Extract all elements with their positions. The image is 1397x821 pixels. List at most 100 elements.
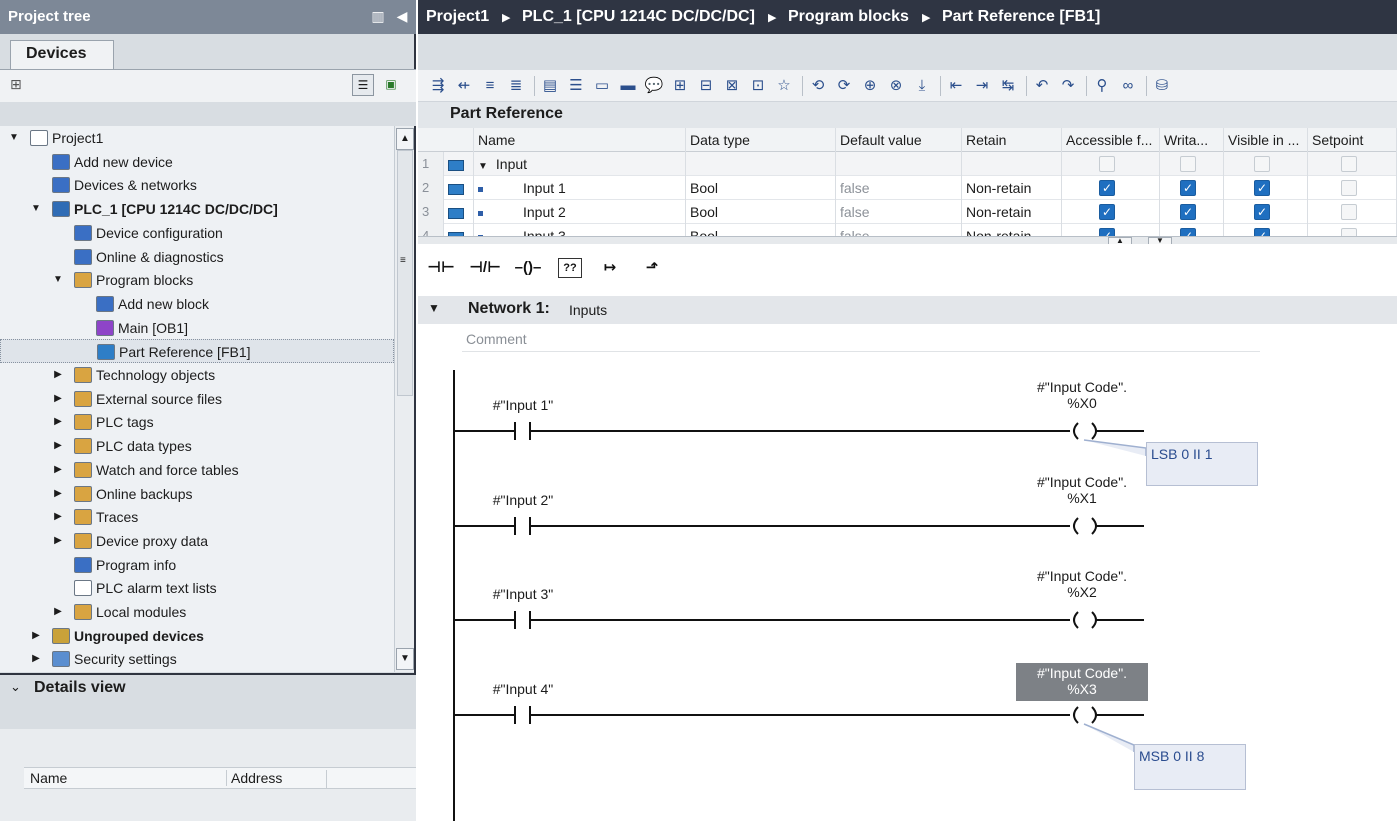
checkbox-cell-setpoint[interactable]	[1308, 224, 1397, 236]
param-retain[interactable]: Non-retain	[962, 176, 1062, 200]
param-default[interactable]: false	[836, 176, 962, 200]
comment-note[interactable]: LSB 0 II 1	[1146, 442, 1258, 486]
checkbox-cell-writable[interactable]: ✓	[1160, 176, 1224, 200]
writable-checkbox[interactable]: ✓	[1180, 180, 1196, 196]
checkbox-cell-accessible[interactable]	[1062, 152, 1160, 176]
scroll-up-icon[interactable]: ▲	[396, 128, 414, 150]
writable-checkbox[interactable]: ✓	[1180, 228, 1196, 236]
contact-operand[interactable]: #"Input 2"	[492, 492, 554, 508]
expand-right-icon[interactable]: ▶	[32, 653, 40, 665]
breadcrumb-plc[interactable]: PLC_1 [CPU 1214C DC/DC/DC]	[522, 8, 755, 25]
scroll-down-icon[interactable]: ▼	[396, 648, 414, 670]
checkbox-cell-accessible[interactable]: ✓	[1062, 200, 1160, 224]
expand-right-icon[interactable]: ▶	[54, 369, 62, 380]
visible-checkbox[interactable]	[1254, 156, 1270, 172]
setpoint-checkbox[interactable]	[1341, 180, 1357, 196]
tree-item[interactable]: ▶PLC data types	[0, 434, 394, 458]
expand-right-icon[interactable]: ▶	[54, 511, 62, 523]
param-default[interactable]: false	[836, 200, 962, 224]
param-retain[interactable]: Non-retain	[962, 224, 1062, 236]
checkbox-cell-setpoint[interactable]	[1308, 200, 1397, 224]
accessible-checkbox[interactable]	[1099, 156, 1115, 172]
prev-error-icon[interactable]: ↹	[1001, 77, 1015, 94]
list-view-icon[interactable]: ☰	[352, 74, 374, 96]
param-retain[interactable]: Non-retain	[962, 200, 1062, 224]
param-type[interactable]: Bool	[686, 224, 836, 236]
compare-icon[interactable]: ⚲	[1096, 77, 1108, 94]
tree-item[interactable]: Online & diagnostics	[0, 245, 394, 269]
next-error-icon[interactable]: ⇥	[975, 77, 989, 94]
new-group-icon[interactable]: ⊞	[10, 76, 22, 92]
tree-scrollbar[interactable]: ▲ ≡ ▼	[394, 126, 414, 672]
open-branch-icon[interactable]: ↦	[603, 259, 617, 276]
row-number[interactable]: 4	[418, 224, 444, 236]
checkbox-cell-writable[interactable]	[1160, 152, 1224, 176]
tree-item[interactable]: ▶Local modules	[0, 600, 394, 624]
expand-all-icon[interactable]: ▬	[620, 77, 636, 94]
checkbox-cell-setpoint[interactable]	[1308, 152, 1397, 176]
tree-item[interactable]: ▼Program blocks	[0, 268, 394, 292]
collapse-icon[interactable]: ▼	[478, 161, 488, 172]
writable-checkbox[interactable]	[1180, 156, 1196, 172]
tab-devices[interactable]: Devices	[10, 40, 114, 70]
tree-item[interactable]: Part Reference [FB1]	[0, 339, 394, 364]
param-name-cell[interactable]: Input 2	[474, 200, 686, 224]
go-to-icon[interactable]: ⇤	[949, 77, 963, 94]
network-comment-icon[interactable]: ▭	[594, 77, 610, 94]
expand-right-icon[interactable]: ▶	[54, 416, 62, 428]
database-icon[interactable]: ⛁	[1155, 77, 1169, 94]
download-icon[interactable]: ⤓	[918, 77, 926, 94]
param-icon-cell[interactable]	[444, 176, 474, 200]
expand-right-icon[interactable]: ▶	[54, 487, 62, 499]
breadcrumb-block[interactable]: Part Reference [FB1]	[942, 8, 1101, 25]
expand-right-icon[interactable]: ▶	[32, 629, 40, 641]
open-all-icon[interactable]: ⊞	[673, 77, 687, 94]
expand-down-icon[interactable]: ▼	[53, 274, 63, 286]
accessible-checkbox[interactable]: ✓	[1099, 228, 1115, 236]
coil-operand[interactable]: #"Input Code".%X0	[1016, 379, 1148, 413]
add-row-icon[interactable]: ≣	[509, 77, 523, 94]
checkbox-cell-visible[interactable]	[1224, 152, 1308, 176]
column-header[interactable]: Setpoint	[1308, 128, 1397, 152]
column-header[interactable]: Visible in ...	[1224, 128, 1308, 152]
step-out-icon[interactable]: ↷	[1061, 77, 1075, 94]
coil-operand[interactable]: #"Input Code".%X2	[1016, 568, 1148, 602]
column-header[interactable]: Data type	[686, 128, 836, 152]
pin-icon[interactable]: ▥	[371, 8, 385, 24]
tree-item[interactable]: Program info	[0, 553, 394, 577]
expand-right-icon[interactable]: ▶	[54, 440, 62, 452]
row-number[interactable]: 1	[418, 152, 444, 176]
param-default[interactable]: false	[836, 224, 962, 236]
param-icon-cell[interactable]	[444, 200, 474, 224]
scroll-thumb[interactable]: ≡	[397, 150, 413, 396]
expand-down-icon[interactable]: ▼	[31, 203, 41, 215]
param-retain[interactable]	[962, 152, 1062, 176]
tree-item[interactable]: ▶External source files	[0, 387, 394, 411]
tree-item[interactable]: Add new device	[0, 150, 394, 174]
param-name-cell[interactable]: ▼Input	[474, 152, 686, 176]
glasses-icon[interactable]: ∞	[1122, 77, 1134, 94]
comment-icon[interactable]: 💬	[644, 77, 664, 94]
comment-note[interactable]: MSB 0 II 8	[1134, 744, 1246, 790]
expand-right-icon[interactable]: ▶	[54, 392, 62, 404]
collapse-pane-icon[interactable]: ◀	[396, 8, 408, 24]
tree-item[interactable]: ▶Traces	[0, 505, 394, 529]
visible-checkbox[interactable]: ✓	[1254, 228, 1270, 236]
expand-down-icon[interactable]: ▼	[9, 132, 19, 143]
watch-table-icon[interactable]: ⊕	[863, 77, 877, 94]
network-comment[interactable]: Comment	[462, 330, 1260, 352]
network-collapse-icon[interactable]: ▼	[428, 301, 440, 315]
tree-item[interactable]: ▶PLC tags	[0, 410, 394, 434]
network-header[interactable]: ▼ Network 1: Inputs	[418, 296, 1397, 324]
force-table-icon[interactable]: ⊗	[889, 77, 903, 94]
param-icon-cell[interactable]	[444, 152, 474, 176]
export-icon[interactable]: ▣	[385, 77, 397, 91]
setpoint-checkbox[interactable]	[1341, 156, 1357, 172]
focus-icon[interactable]: ⊠	[725, 77, 739, 94]
network-subtitle[interactable]: Inputs	[569, 302, 608, 318]
column-header[interactable]: Retain	[962, 128, 1062, 152]
tree-item[interactable]: ▶Watch and force tables	[0, 458, 394, 482]
checkbox-cell-writable[interactable]: ✓	[1160, 200, 1224, 224]
